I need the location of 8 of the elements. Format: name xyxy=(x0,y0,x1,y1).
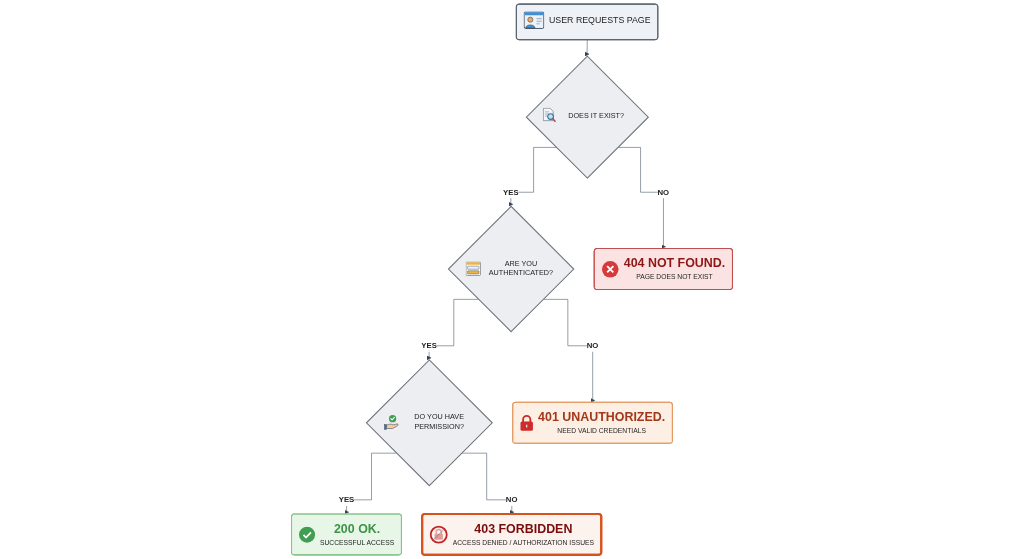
node-diamond xyxy=(365,359,493,487)
status-code-title: 200 OK. xyxy=(333,521,381,536)
node-diamond xyxy=(447,205,575,333)
step-text: USER REQUESTS PAGE xyxy=(548,15,651,25)
status-code-title: 404 NOT FOUND. xyxy=(623,255,726,270)
node-diamond xyxy=(525,55,650,179)
status-code-title: 401 UNAUTHORIZED. xyxy=(538,409,666,424)
status-code-title: 403 FORBIDDEN xyxy=(474,521,573,536)
